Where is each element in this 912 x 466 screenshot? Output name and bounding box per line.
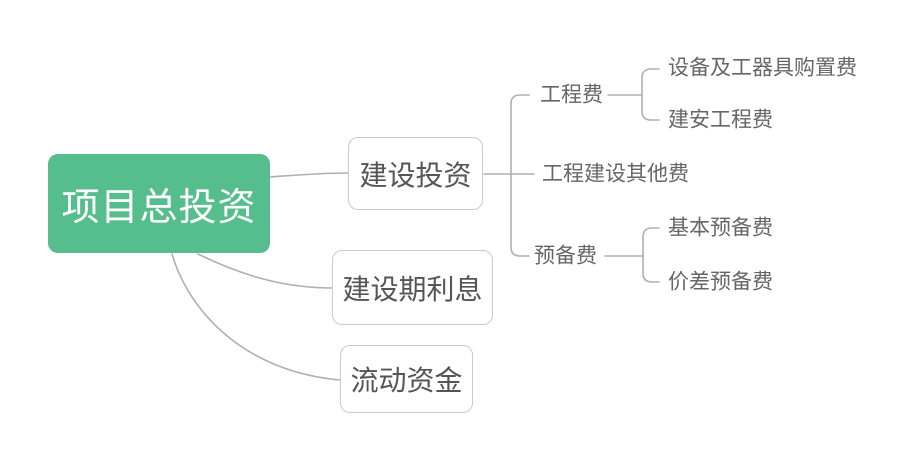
root-node-label: 项目总投资 — [61, 187, 257, 229]
bracket-yubeifei-children — [642, 227, 660, 283]
node-equipment-tools-purchase-fee[interactable]: 设备及工器具购置费 — [668, 56, 857, 80]
node-construction-installation-fee[interactable]: 建安工程费 — [668, 108, 773, 132]
bracket-gongchengfei-children — [641, 68, 660, 121]
connector-root-to-jianshelixi — [197, 253, 333, 289]
connector-root-to-liudongzijin — [171, 253, 341, 381]
root-node-total-investment[interactable]: 项目总投资 — [48, 154, 270, 253]
node-basic-reserve-fee[interactable]: 基本预备费 — [668, 216, 773, 240]
bracket-jianshetouzi-children — [510, 94, 530, 257]
node-construction-investment-label: 建设投资 — [359, 159, 472, 191]
node-construction-investment[interactable]: 建设投资 — [348, 137, 483, 210]
node-working-capital-label: 流动资金 — [350, 365, 463, 396]
node-reserve-fee[interactable]: 预备费 — [534, 244, 597, 268]
node-construction-period-interest[interactable]: 建设期利息 — [332, 250, 493, 325]
connector-root-to-jianshetouzi — [269, 172, 349, 178]
node-price-difference-reserve-fee[interactable]: 价差预备费 — [668, 270, 773, 294]
node-construction-period-interest-label: 建设期利息 — [342, 273, 483, 305]
node-engineering-fee[interactable]: 工程费 — [540, 83, 603, 107]
node-other-construction-fee[interactable]: 工程建设其他费 — [542, 162, 689, 186]
node-working-capital[interactable]: 流动资金 — [340, 345, 473, 413]
